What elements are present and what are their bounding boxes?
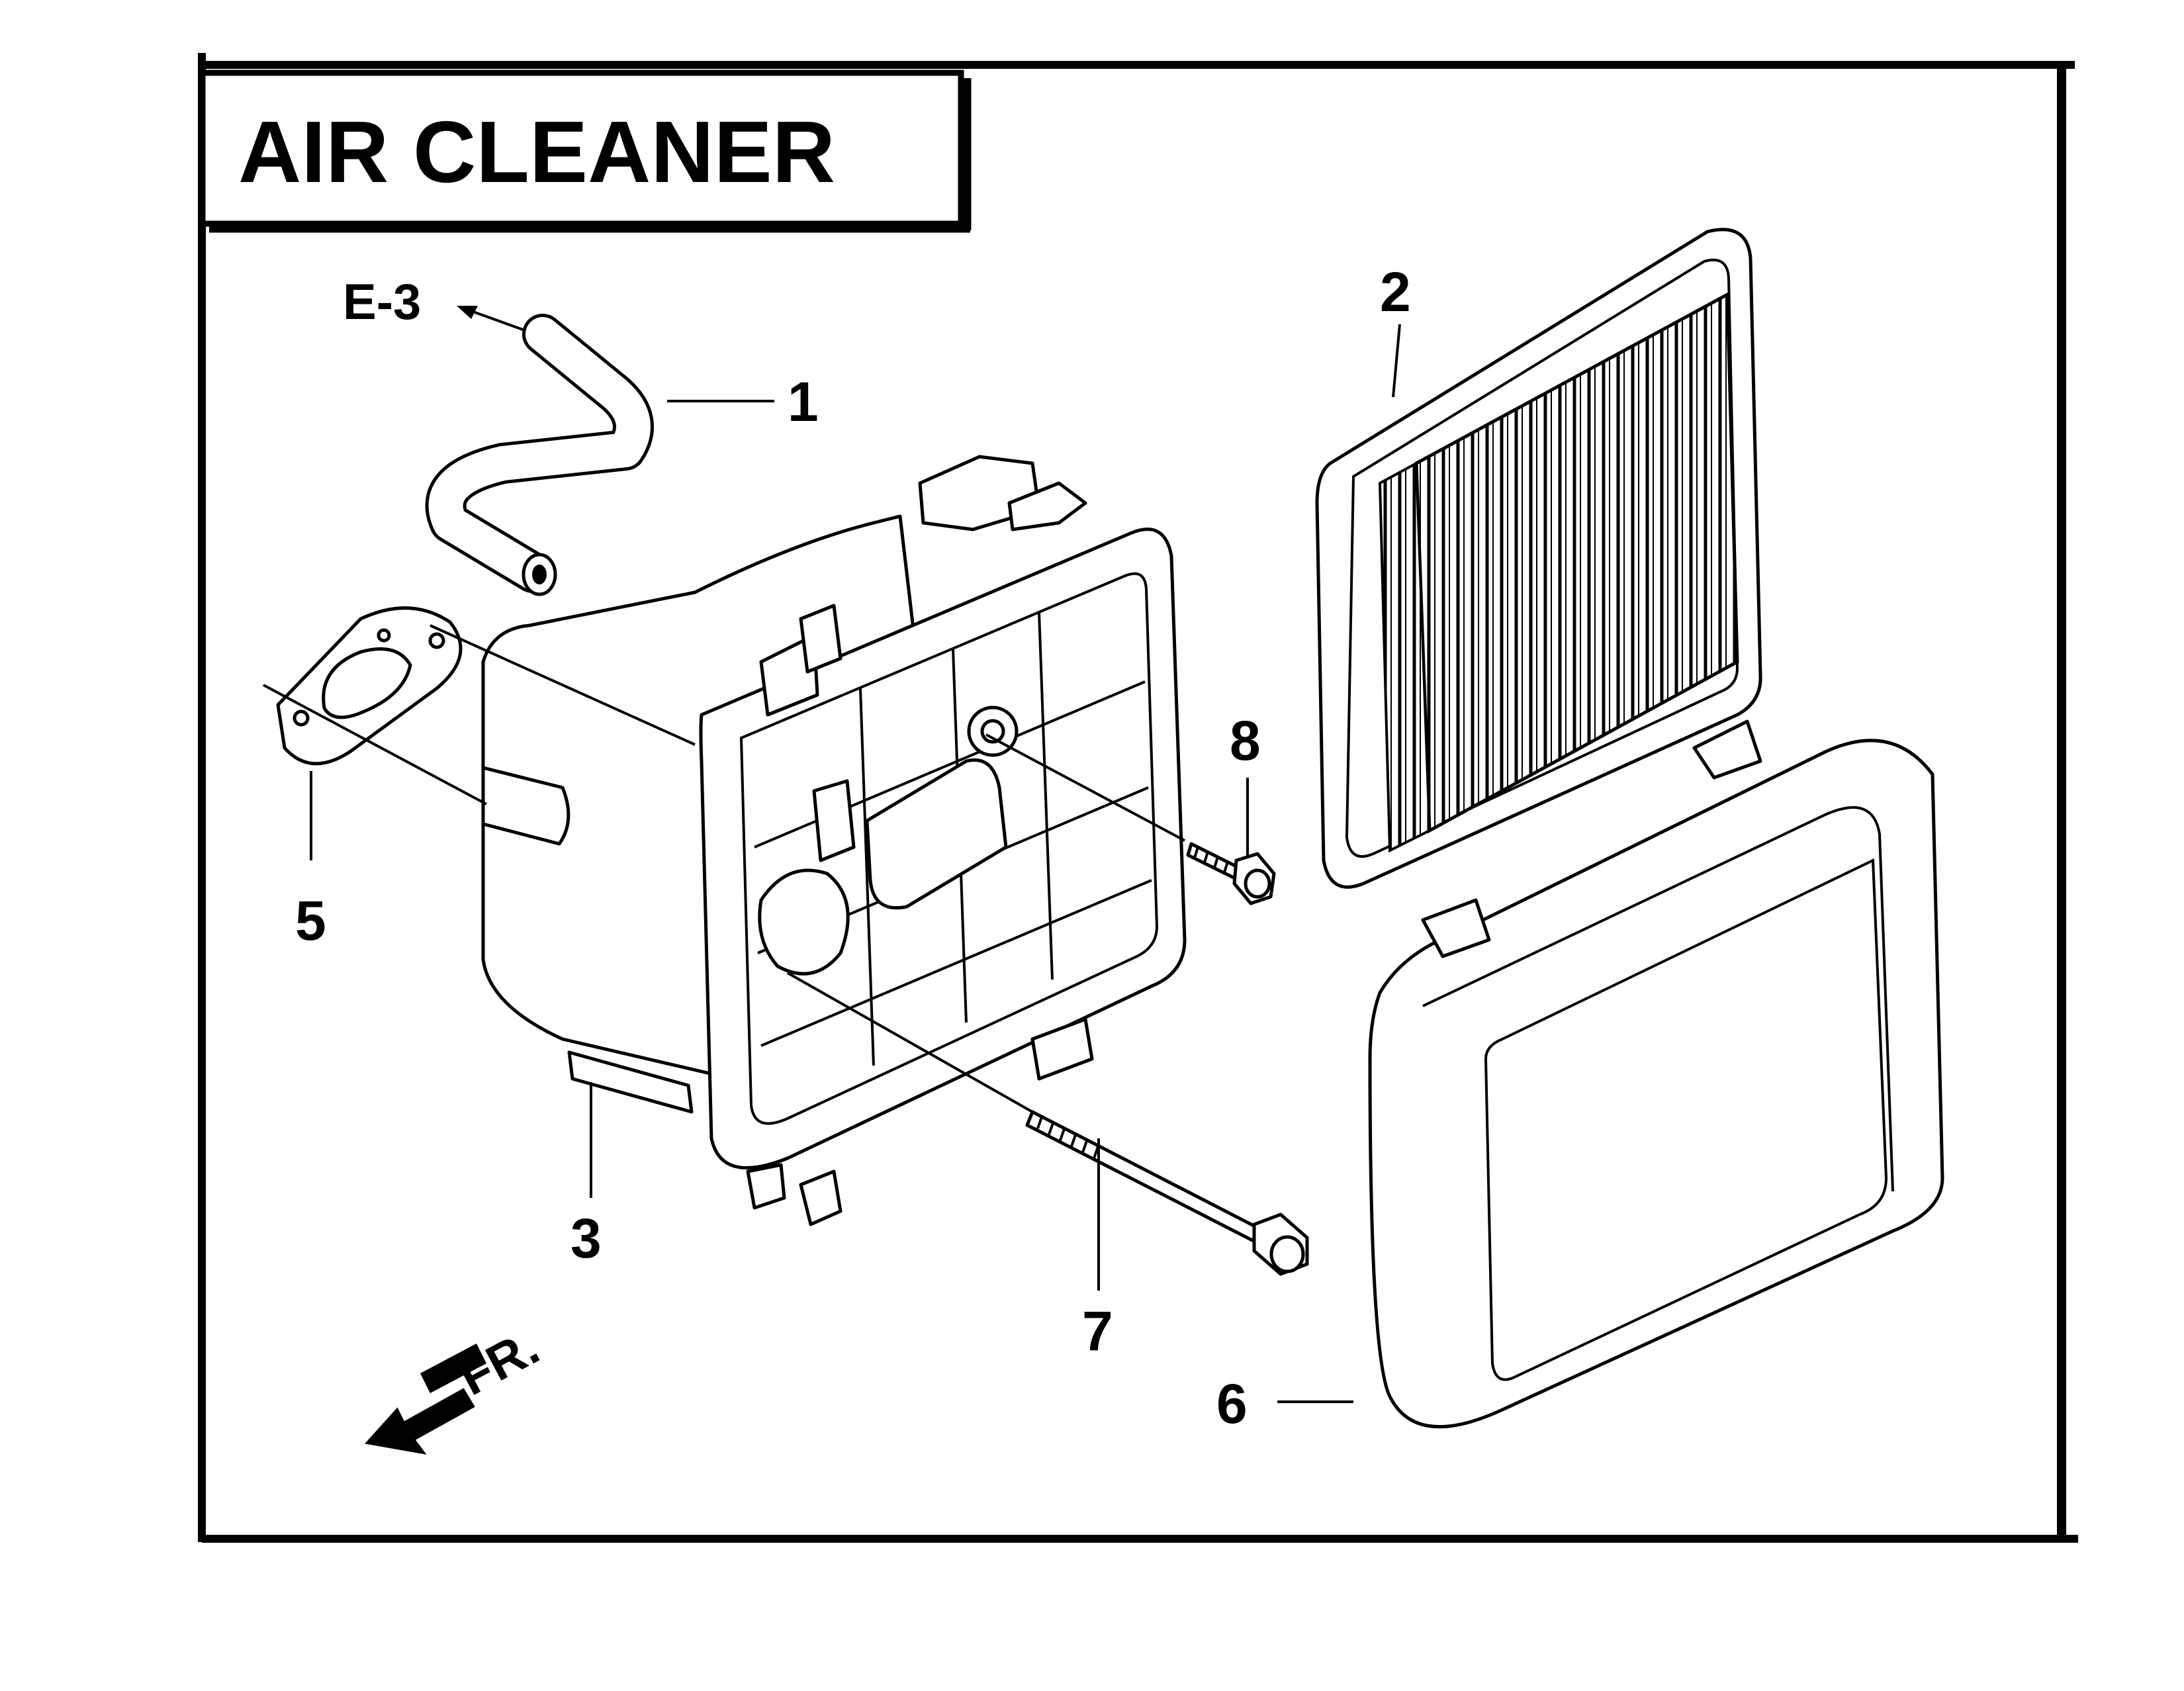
- callout-1: 1: [788, 371, 819, 433]
- reference-label: E-3: [343, 274, 421, 330]
- page-frame: [198, 53, 2078, 1543]
- part-breather-hose: [425, 314, 654, 596]
- title-box: AIR CLEANER: [199, 69, 972, 233]
- callout-8: 8: [1230, 709, 1261, 772]
- part-bolt-long: [1025, 1110, 1309, 1276]
- front-direction: FR.: [365, 1318, 548, 1455]
- part-cover: [1368, 719, 1944, 1429]
- callout-2: 2: [1380, 261, 1411, 323]
- reference-e3: E-3: [343, 274, 523, 331]
- front-arrow-icon: [365, 1388, 475, 1455]
- callout-3: 3: [570, 1207, 602, 1269]
- part-bolt-short: [1186, 842, 1276, 905]
- callout-6: 6: [1216, 1373, 1248, 1435]
- leader-lines: [263, 324, 1401, 1403]
- part-air-cleaner-case: [481, 455, 1187, 1226]
- callout-5: 5: [295, 890, 326, 952]
- part-gasket: [276, 606, 463, 766]
- part-filter-element: [1315, 228, 1762, 889]
- reference-arrow-icon: [457, 306, 478, 319]
- callouts: 1 2 3 5 6 7 8: [295, 261, 1411, 1435]
- callout-7: 7: [1082, 1300, 1113, 1362]
- page-title: AIR CLEANER: [238, 103, 835, 201]
